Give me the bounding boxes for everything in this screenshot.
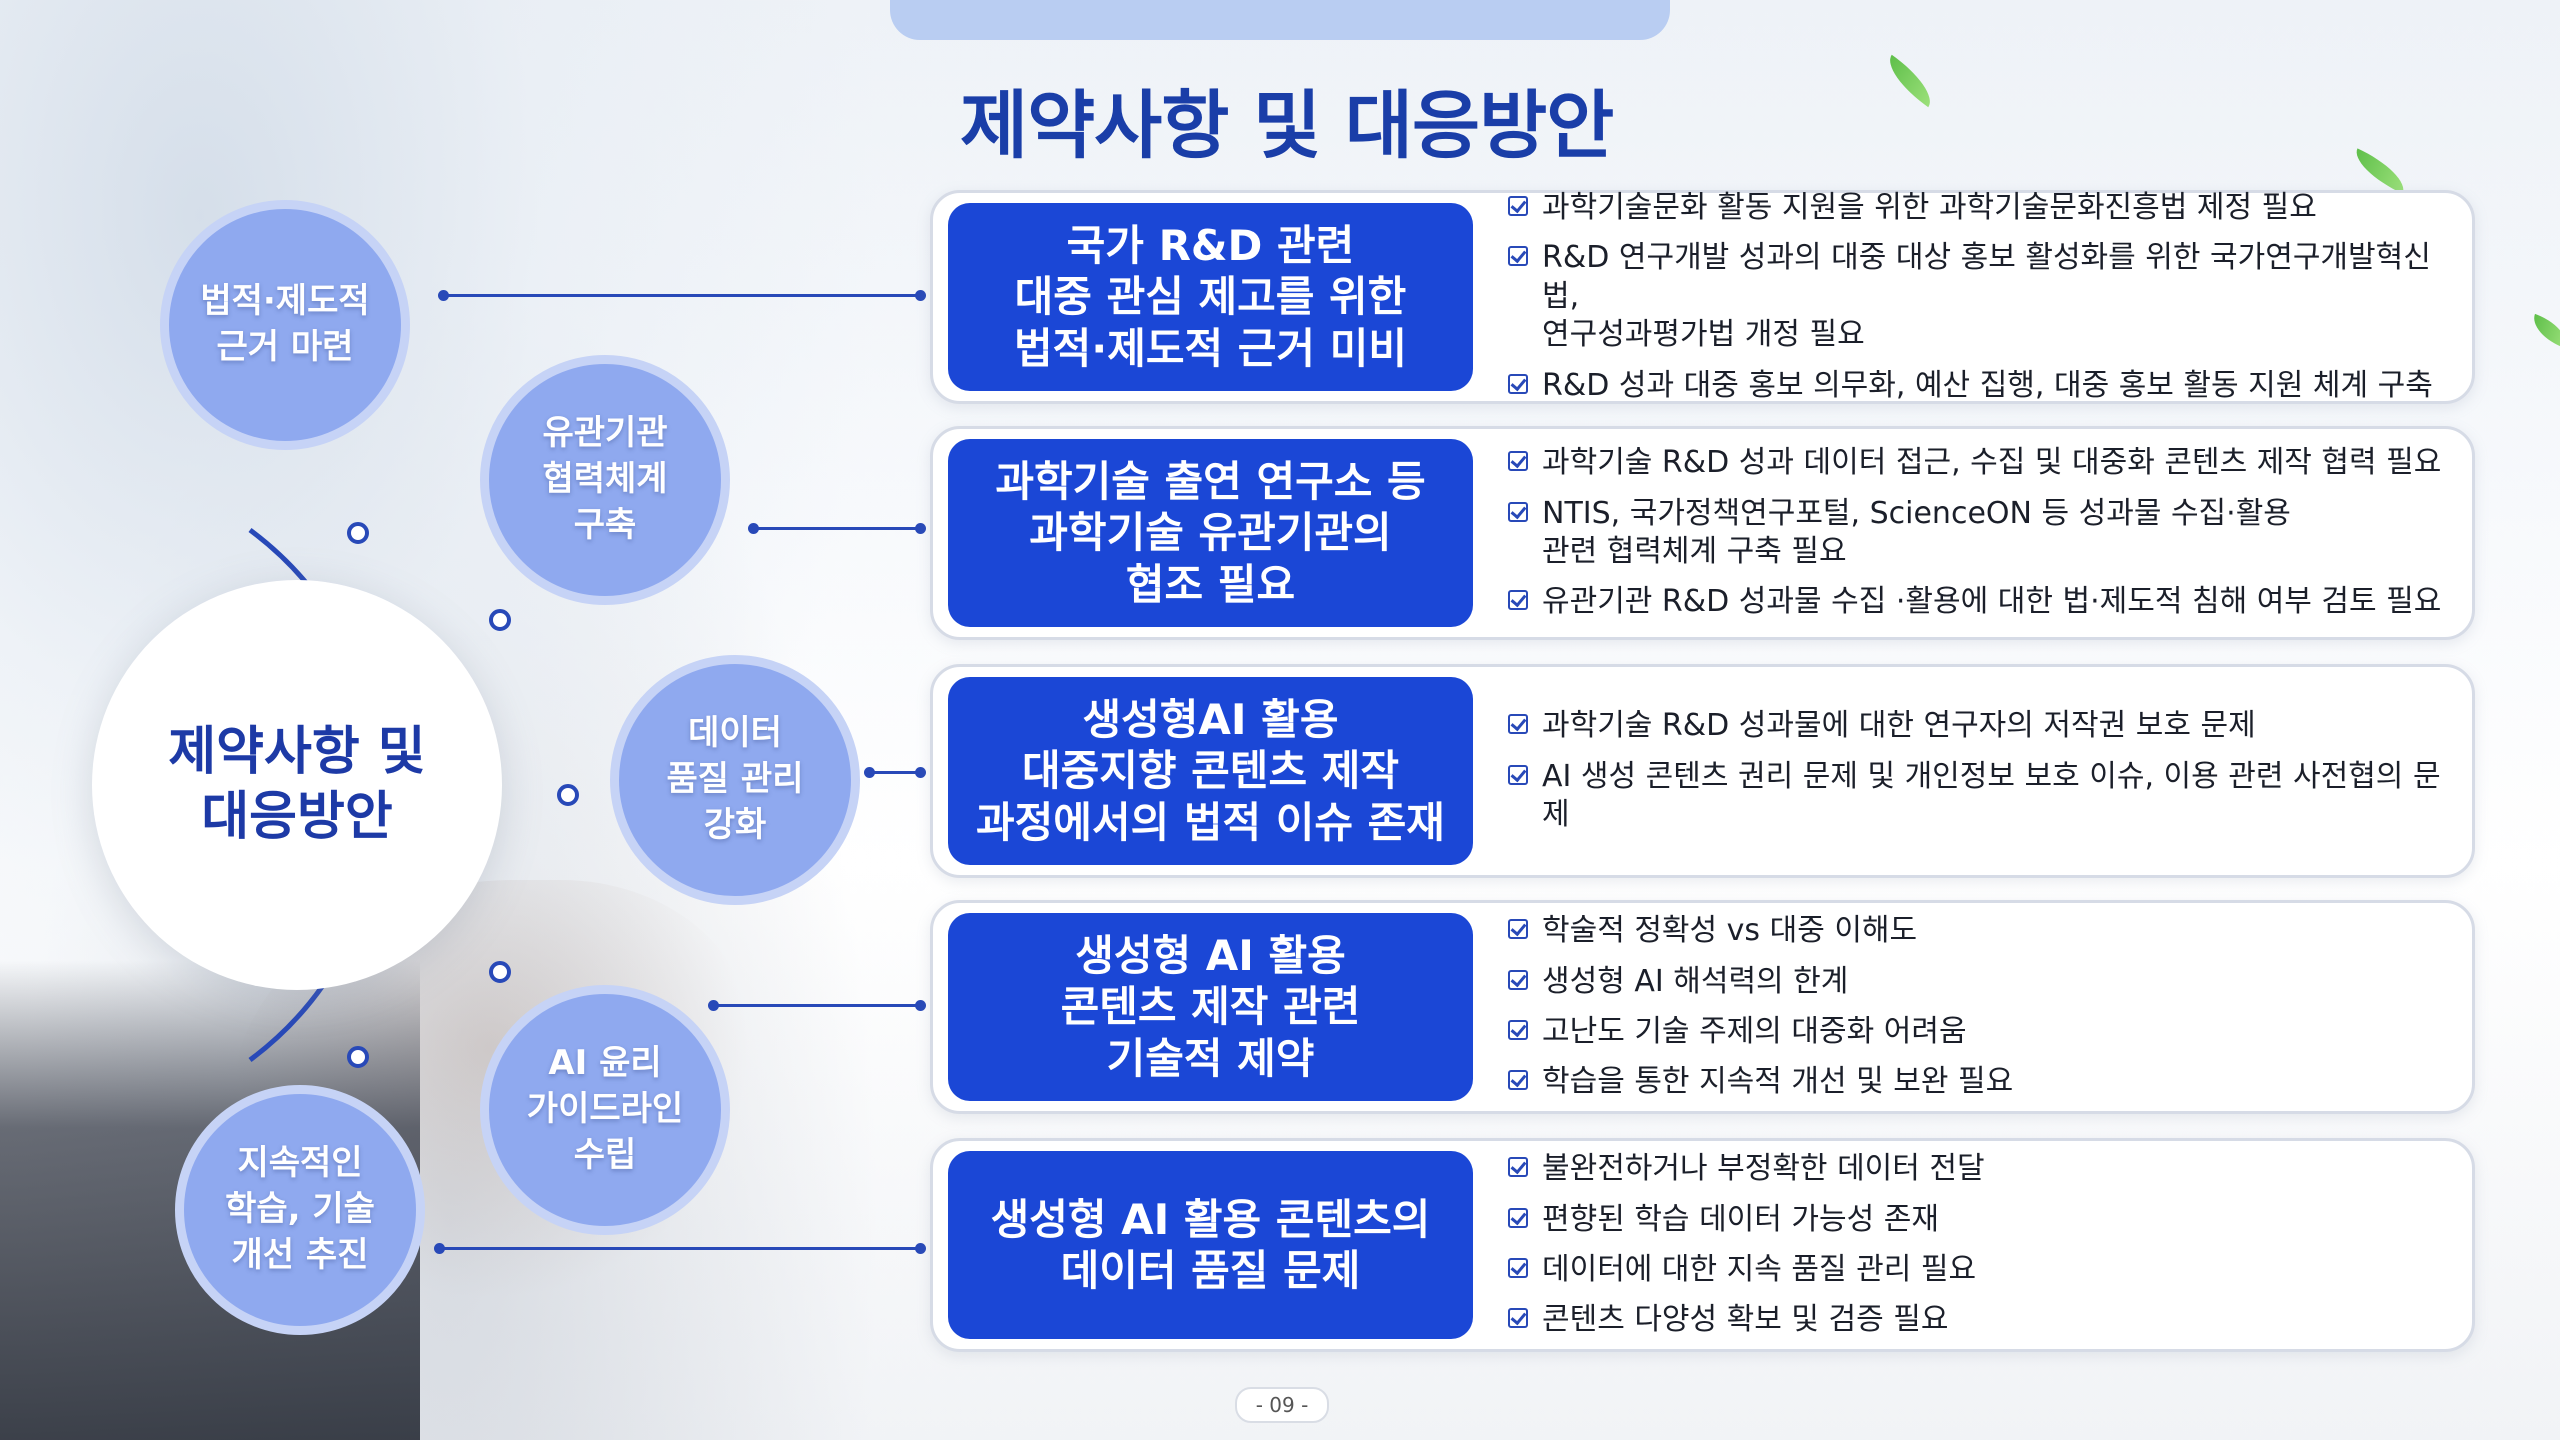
list-item: 과학기술문화 활동 지원을 위한 과학기술문화진흥법 제정 필요 [1508, 189, 2452, 227]
page-number: - 09 - [1235, 1387, 1329, 1423]
row-heading: 과학기술 출연 연구소 등 과학기술 유관기관의 협조 필요 [995, 457, 1426, 609]
connector-line [864, 767, 926, 778]
list-item: R&D 연구개발 성과의 대중 대상 홍보 활성화를 위한 국가연구개발혁신법,… [1508, 239, 2452, 354]
top-tab-decoration [890, 0, 1670, 40]
bullet-text: 과학기술문화 활동 지원을 위한 과학기술문화진흥법 제정 필요 [1542, 190, 2317, 226]
bubble-continuous-learning: 지속적인 학습, 기술 개선 추진 [175, 1085, 425, 1335]
bubble-data-quality: 데이터 품질 관리 강화 [610, 655, 860, 905]
bullet-text: NTIS, 국가정책연구포털, ScienceON 등 성과물 수집·활용 관련… [1542, 495, 2291, 569]
row-heading: 생성형 AI 활용 콘텐츠 제작 관련 기술적 제약 [1060, 931, 1361, 1083]
checkbox-icon [1508, 919, 1528, 940]
checkbox-icon [1508, 1258, 1528, 1278]
checkbox-icon [1508, 1070, 1528, 1091]
row-heading-box: 과학기술 출연 연구소 등 과학기술 유관기관의 협조 필요 [948, 439, 1473, 627]
checkbox-icon [1508, 1308, 1528, 1329]
bullet-text: 데이터에 대한 지속 품질 관리 필요 [1542, 1252, 1977, 1287]
connector-line [708, 1000, 926, 1011]
bullet-text: 과학기술 R&D 성과 데이터 접근, 수집 및 대중화 콘텐츠 제작 협력 필… [1542, 445, 2442, 481]
leaf-icon [1879, 54, 1941, 108]
list-item: 편향된 학습 데이터 가능성 존재 [1508, 1201, 2452, 1239]
checkbox-icon [1508, 969, 1528, 990]
constraint-row-2: 과학기술 출연 연구소 등 과학기술 유관기관의 협조 필요 과학기술 R&D … [930, 426, 2475, 640]
constraint-row-5: 생성형 AI 활용 콘텐츠의 데이터 품질 문제 불완전하거나 부정확한 데이터… [930, 1138, 2475, 1352]
list-item: 불완전하거나 부정확한 데이터 전달 [1508, 1150, 2452, 1188]
checkbox-icon [1508, 590, 1528, 611]
page-title: 제약사항 및 대응방안 [960, 83, 1614, 169]
checkbox-icon [1508, 451, 1528, 472]
center-circle: 제약사항 및 대응방안 [92, 580, 502, 990]
leaf-icon [2527, 313, 2560, 349]
checkbox-icon [1508, 1157, 1528, 1178]
bullet-list: 과학기술 R&D 성과물에 대한 연구자의 저작권 보호 문제 AI 생성 콘텐… [1508, 667, 2452, 875]
checkbox-icon [1508, 373, 1528, 394]
bullet-list: 과학기술 R&D 성과 데이터 접근, 수집 및 대중화 콘텐츠 제작 협력 필… [1508, 429, 2452, 637]
checkbox-icon [1508, 1207, 1528, 1228]
bullet-text: R&D 성과 대중 홍보 의무화, 예산 집행, 대중 홍보 활동 지원 체계 … [1542, 367, 2433, 403]
list-item: 콘텐츠 다양성 확보 및 검증 필요 [1508, 1301, 2452, 1339]
bullet-text: 과학기술 R&D 성과물에 대한 연구자의 저작권 보호 문제 [1542, 708, 2256, 744]
bubble-label: 데이터 품질 관리 강화 [666, 713, 804, 845]
list-item: 학술적 정확성 vs 대중 이해도 [1508, 912, 2452, 950]
checkbox-icon [1508, 246, 1528, 267]
bullet-text: 유관기관 R&D 성과물 수집 ·활용에 대한 법·제도적 침해 여부 검토 필… [1542, 584, 2442, 620]
row-heading-box: 국가 R&D 관련 대중 관심 제고를 위한 법적·제도적 근거 미비 [948, 203, 1473, 391]
list-item: AI 생성 콘텐츠 권리 문제 및 개인정보 보호 이슈, 이용 관련 사전협의… [1508, 758, 2452, 835]
row-heading: 국가 R&D 관련 대중 관심 제고를 위한 법적·제도적 근거 미비 [1014, 221, 1407, 373]
checkbox-icon [1508, 764, 1528, 785]
bullet-text: 학술적 정확성 vs 대중 이해도 [1542, 913, 1918, 949]
list-item: 유관기관 R&D 성과물 수집 ·활용에 대한 법·제도적 침해 여부 검토 필… [1508, 583, 2452, 621]
checkbox-icon [1508, 196, 1528, 217]
list-item: 생성형 AI 해석력의 한계 [1508, 963, 2452, 1001]
bullet-text: 편향된 학습 데이터 가능성 존재 [1542, 1201, 1939, 1237]
list-item: 학습을 통한 지속적 개선 및 보완 필요 [1508, 1063, 2452, 1101]
bullet-text: 생성형 AI 해석력의 한계 [1542, 963, 1849, 999]
list-item: NTIS, 국가정책연구포털, ScienceON 등 성과물 수집·활용 관련… [1508, 495, 2452, 572]
row-heading-box: 생성형 AI 활용 콘텐츠 제작 관련 기술적 제약 [948, 913, 1473, 1101]
row-heading: 생성형AI 활용 대중지향 콘텐츠 제작 과정에서의 법적 이슈 존재 [976, 695, 1445, 847]
constraint-row-3: 생성형AI 활용 대중지향 콘텐츠 제작 과정에서의 법적 이슈 존재 과학기술… [930, 664, 2475, 878]
bubble-label: 법적·제도적 근거 마련 [200, 281, 370, 367]
bullet-text: AI 생성 콘텐츠 권리 문제 및 개인정보 보호 이슈, 이용 관련 사전협의… [1542, 758, 2441, 833]
list-item: 과학기술 R&D 성과물에 대한 연구자의 저작권 보호 문제 [1508, 707, 2452, 745]
bullet-text: 고난도 기술 주제의 대중화 어려움 [1542, 1014, 1967, 1049]
bubble-label: AI 윤리 가이드라인 수립 [526, 1043, 684, 1175]
bubble-label: 유관기관 협력체계 구축 [542, 413, 668, 545]
checkbox-icon [1508, 501, 1528, 522]
bullet-text: R&D 연구개발 성과의 대중 대상 홍보 활성화를 위한 국가연구개발혁신법,… [1542, 240, 2431, 353]
center-title: 제약사항 및 대응방안 [168, 722, 426, 847]
constraint-row-1: 국가 R&D 관련 대중 관심 제고를 위한 법적·제도적 근거 미비 과학기술… [930, 190, 2475, 404]
row-heading-box: 생성형 AI 활용 콘텐츠의 데이터 품질 문제 [948, 1151, 1473, 1339]
constraint-row-4: 생성형 AI 활용 콘텐츠 제작 관련 기술적 제약 학술적 정확성 vs 대중… [930, 900, 2475, 1114]
leaf-icon [2348, 148, 2412, 194]
row-heading: 생성형 AI 활용 콘텐츠의 데이터 품질 문제 [990, 1194, 1431, 1295]
bubble-label: 지속적인 학습, 기술 개선 추진 [225, 1143, 375, 1275]
connector-line [748, 523, 926, 534]
connector-line [438, 290, 926, 301]
bullet-text: 학습을 통한 지속적 개선 및 보완 필요 [1542, 1064, 2014, 1100]
bullet-list: 과학기술문화 활동 지원을 위한 과학기술문화진흥법 제정 필요 R&D 연구개… [1508, 190, 2452, 403]
bubble-cooperation: 유관기관 협력체계 구축 [480, 355, 730, 605]
bullet-list: 학술적 정확성 vs 대중 이해도 생성형 AI 해석력의 한계 고난도 기술 … [1508, 903, 2452, 1111]
list-item: 고난도 기술 주제의 대중화 어려움 [1508, 1013, 2452, 1051]
bubble-legal-basis: 법적·제도적 근거 마련 [160, 200, 410, 450]
checkbox-icon [1508, 714, 1528, 735]
bullet-text: 콘텐츠 다양성 확보 및 검증 필요 [1542, 1302, 1949, 1338]
bullet-list: 불완전하거나 부정확한 데이터 전달 편향된 학습 데이터 가능성 존재 데이터… [1508, 1141, 2452, 1349]
list-item: R&D 성과 대중 홍보 의무화, 예산 집행, 대중 홍보 활동 지원 체계 … [1508, 367, 2452, 405]
row-heading-box: 생성형AI 활용 대중지향 콘텐츠 제작 과정에서의 법적 이슈 존재 [948, 677, 1473, 865]
checkbox-icon [1508, 1020, 1528, 1040]
list-item: 데이터에 대한 지속 품질 관리 필요 [1508, 1251, 2452, 1289]
bullet-text: 불완전하거나 부정확한 데이터 전달 [1542, 1151, 1985, 1187]
bubble-ai-ethics: AI 윤리 가이드라인 수립 [480, 985, 730, 1235]
list-item: 과학기술 R&D 성과 데이터 접근, 수집 및 대중화 콘텐츠 제작 협력 필… [1508, 444, 2452, 482]
connector-line [434, 1243, 926, 1254]
